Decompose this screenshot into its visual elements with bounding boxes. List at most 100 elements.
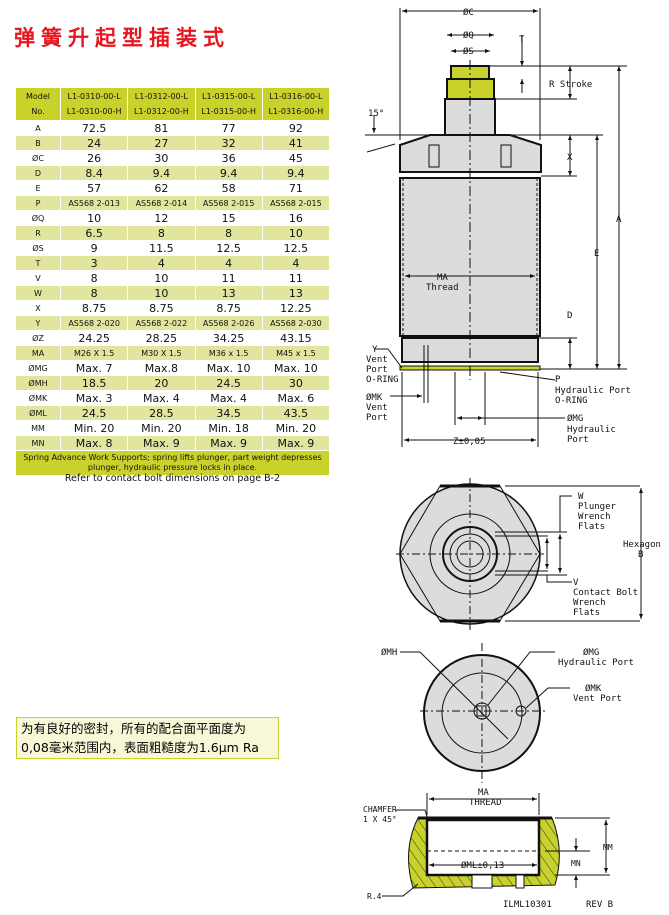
- ml-label: ØML±0,13: [461, 860, 504, 871]
- table-cell: 58: [194, 180, 263, 196]
- mk2-label: ØMK: [585, 683, 602, 694]
- table-cell: 6.5: [59, 225, 129, 241]
- dim-t-label: T: [519, 35, 525, 45]
- table-cell: 10: [127, 285, 196, 301]
- mm-label: MM: [603, 843, 613, 852]
- row-label: MA: [15, 345, 61, 361]
- ma-label: MA: [437, 273, 448, 283]
- table-cell: 34.5: [194, 405, 263, 421]
- table-cell: 20: [127, 375, 196, 391]
- table-cell: 32: [194, 135, 263, 151]
- row-label: R: [15, 225, 61, 241]
- table-cell: AS568 2-030: [261, 315, 331, 331]
- table-cell: 24.5: [59, 405, 129, 421]
- mg-label: ØMG: [567, 413, 583, 424]
- row-label: MN: [15, 435, 61, 451]
- sealing-note: 为有良好的密封，所有的配合面平面度为 0,08毫米范围内，表面粗糙度为1.6μm…: [16, 717, 279, 759]
- angle-label: 15°: [368, 109, 384, 119]
- table-cell: 26: [59, 150, 129, 166]
- model-h: L1-0310-00-H: [66, 107, 122, 116]
- mk2-label-line: Vent Port: [573, 694, 622, 704]
- table-cell: 27: [127, 135, 196, 151]
- y-label: Y: [372, 345, 378, 355]
- mk-label-line: Vent: [366, 403, 388, 413]
- cavity-section-labels: MA THREAD CHAMFER 1 X 45° ØML±0,13 MM MN…: [363, 788, 613, 910]
- w-label-line: Flats: [578, 522, 605, 532]
- table-cell: Max. 8: [59, 435, 129, 451]
- hexagon-label: Hexagon: [623, 540, 661, 550]
- table-cell: 30: [261, 375, 331, 391]
- v-label-line: Flats: [573, 608, 600, 618]
- v-label: V: [573, 578, 579, 588]
- model-h: L1-0315-00-H: [201, 107, 256, 116]
- y-label-line: O-RING: [366, 375, 399, 385]
- mk-label-line: Port: [366, 413, 388, 423]
- w-label: W: [578, 492, 584, 502]
- dim-x-label: X: [567, 153, 573, 163]
- mg-label-line: Hydraulic: [567, 425, 616, 435]
- model-l: L1-0315-00-L: [202, 92, 256, 101]
- model-l: L1-0312-00-L: [134, 92, 188, 101]
- table-cell: 18.5: [59, 375, 129, 391]
- mk-label: ØMK: [366, 392, 383, 403]
- table-cell: 71: [261, 180, 331, 196]
- table-cell: M45 x 1.5: [261, 345, 331, 361]
- note-line: 0,08毫米范围内，表面粗糙度为1.6μm Ra: [21, 740, 259, 755]
- table-cell: M30 X 1.5: [127, 345, 196, 361]
- v-label-line: Wrench: [573, 598, 606, 608]
- table-cell: AS568 2-013: [59, 195, 129, 211]
- p-label-line: O-RING: [555, 396, 588, 406]
- table-cell: 24.5: [194, 375, 263, 391]
- table-cell: 8: [194, 225, 263, 241]
- bottom-view-labels: ØMH ØMG Hydraulic Port ØMK Vent Port: [381, 647, 634, 704]
- thread-label: Thread: [426, 283, 459, 293]
- top-view-labels: W Plunger Wrench Flats V Contact Bolt Wr…: [573, 492, 661, 618]
- w-label-line: Plunger: [578, 502, 617, 512]
- v-label-line: Contact Bolt: [573, 588, 638, 598]
- bottom-view: [400, 643, 570, 783]
- table-cell: Max. 7: [59, 360, 129, 376]
- chamfer-label: CHAMFER: [363, 805, 397, 814]
- mg-label-line: Port: [567, 435, 589, 445]
- table-cell: 41: [261, 135, 331, 151]
- mh-label: ØMH: [381, 647, 397, 658]
- model-l: L1-0310-00-L: [67, 92, 121, 101]
- hexagon-label-line: B: [638, 550, 643, 560]
- table-cell: 11: [194, 270, 263, 286]
- mg2-label-line: Hydraulic Port: [558, 658, 634, 668]
- side-view: [365, 8, 627, 447]
- header-no: No.: [31, 107, 45, 116]
- table-cell: Max. 6: [261, 390, 331, 406]
- p-label-line: Hydraulic Port: [555, 386, 631, 396]
- table-cell: 12.25: [261, 300, 331, 316]
- p-label: P: [555, 375, 561, 385]
- drawing-number: ILML10301: [503, 900, 552, 910]
- dim-a-label: A: [616, 215, 622, 225]
- note-line: 为有良好的密封，所有的配合面平面度为: [21, 721, 247, 736]
- table-cell: M26 X 1.5: [59, 345, 129, 361]
- r4-label: R.4: [367, 892, 382, 901]
- model-h: L1-0316-00-H: [268, 107, 324, 116]
- table-cell: 9.4: [127, 165, 196, 181]
- y-label-line: Vent: [366, 355, 388, 365]
- table-cell: AS568 2-022: [127, 315, 196, 331]
- dim-r-label: R Stroke: [549, 80, 592, 90]
- table-cell: Max. 9: [194, 435, 263, 451]
- row-label: P: [15, 195, 61, 211]
- table-cell: 43.5: [261, 405, 331, 421]
- cavity-section: [382, 793, 610, 897]
